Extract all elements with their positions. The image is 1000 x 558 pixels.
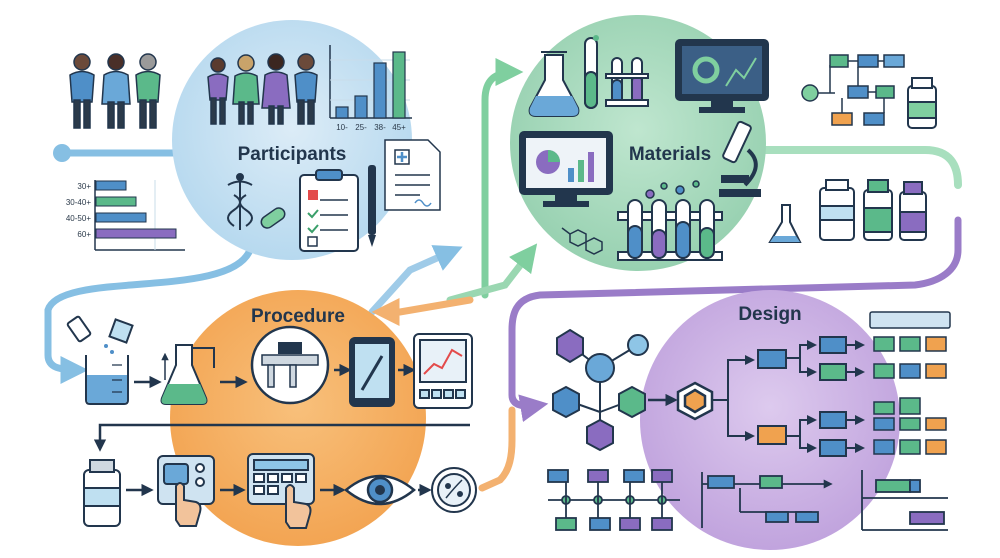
people-group-left [69, 53, 161, 129]
people-group-circle [207, 53, 318, 125]
age-column-tick: 10- [336, 123, 348, 132]
caduceus-icon [227, 173, 253, 230]
connector-green-mid [446, 243, 538, 304]
person-icon [101, 53, 131, 129]
person-icon [261, 53, 291, 125]
pill-icon [260, 207, 286, 229]
beaker-icon [85, 355, 129, 405]
test-tube-rack-large-icon [617, 199, 723, 261]
design-label: Design [738, 304, 801, 325]
connector-orange-to-procedure [371, 296, 474, 326]
age-bar-label: 40-50+ [66, 214, 91, 223]
age-column-bar [354, 95, 368, 119]
age-bar [95, 196, 137, 207]
person-icon [69, 53, 95, 129]
medical-document-icon [384, 139, 441, 211]
analyzer-device-icon [413, 333, 473, 409]
age-column-tick: 45+ [392, 123, 406, 132]
person-icon [294, 53, 318, 125]
return-arrow [93, 423, 470, 452]
petri-dish-icon [431, 467, 477, 513]
network-graph-icon [552, 328, 649, 452]
age-column-chart: 10- 25- 38- 45+ [329, 45, 412, 132]
connector-materials-to-design [508, 216, 962, 423]
medicine-bottle-icon [83, 459, 121, 527]
age-bar [95, 228, 177, 239]
age-bar [95, 212, 147, 223]
touch-button-icon [157, 455, 215, 527]
age-column-bar [373, 62, 387, 119]
flask-icon [528, 51, 580, 117]
test-tube-pair-icon [584, 35, 599, 109]
participants-label: Participants [238, 144, 347, 165]
procedure-label: Procedure [251, 306, 345, 327]
pen-icon [368, 165, 376, 247]
age-column-bar [392, 51, 406, 119]
age-bar-chart: 30+ 30-40+ 40-50+ 60+ [66, 180, 185, 251]
decision-tree [712, 336, 865, 457]
age-column-tick: 38- [374, 123, 386, 132]
person-icon [207, 57, 229, 125]
results-grid [869, 311, 951, 455]
microscope-icon [719, 120, 761, 197]
caliper-icon [250, 325, 330, 405]
tube-rack-icon [605, 57, 649, 107]
bubbles-icon [645, 180, 700, 199]
age-bar-label: 30+ [77, 182, 91, 191]
erlenmeyer-flask-icon [160, 344, 215, 405]
eye-icon [344, 474, 416, 506]
materials-label: Materials [629, 144, 711, 165]
hexagon-node-icon [676, 381, 714, 421]
connector-participants-left [53, 144, 194, 162]
age-bar [95, 180, 127, 191]
age-bar-label: 60+ [77, 230, 91, 239]
design-circle [640, 290, 900, 550]
bottle-top-right-icon [907, 77, 937, 129]
connector-participants-to-procedure [44, 246, 254, 384]
clipboard-icon [299, 169, 359, 252]
age-bar-label: 30-40+ [66, 198, 91, 207]
monitor-dashboard-icon [675, 39, 769, 113]
connector-orange-bottom [478, 406, 516, 492]
person-icon [135, 53, 161, 129]
timeline-icon [547, 469, 680, 531]
monitor-chart-icon [519, 131, 613, 207]
flowchart-top-right-icon [801, 54, 905, 126]
gantt-chart-icon [701, 472, 833, 528]
small-chart-icon [861, 470, 948, 531]
pour-icon [66, 315, 134, 354]
age-column-tick: 25- [355, 123, 367, 132]
wash-bottles-icon [768, 179, 927, 243]
molecule-icon [561, 227, 603, 255]
keypad-icon [247, 453, 315, 529]
connector-materials-right [756, 146, 962, 189]
connector-green-up [481, 58, 524, 299]
age-column-bar [335, 106, 349, 119]
tablet-icon [349, 337, 395, 407]
person-icon [232, 54, 260, 125]
